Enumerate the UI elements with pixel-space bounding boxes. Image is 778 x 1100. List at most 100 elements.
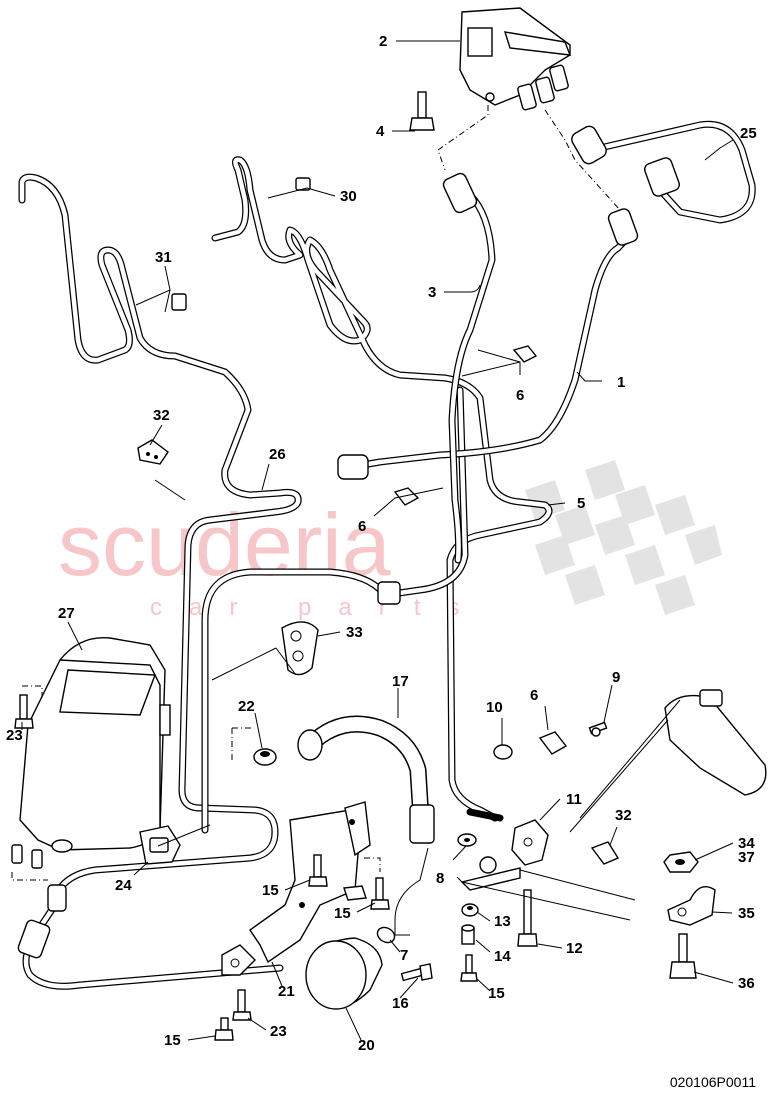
callout-label: 32 bbox=[615, 807, 632, 824]
callout-label: 23 bbox=[6, 727, 23, 744]
callout-label: 25 bbox=[740, 125, 757, 142]
clip-30 bbox=[295, 177, 311, 191]
connector bbox=[571, 125, 607, 165]
callout-label: 15 bbox=[262, 882, 279, 899]
washer-8 bbox=[457, 833, 477, 847]
bracket-line bbox=[231, 727, 252, 760]
fuel-line-3 bbox=[442, 172, 496, 564]
valve-24 bbox=[139, 825, 181, 865]
bolt-12 bbox=[517, 889, 538, 947]
callout-label: 14 bbox=[494, 948, 511, 965]
spacer-14 bbox=[461, 924, 475, 945]
bolt-15-b bbox=[370, 877, 390, 910]
watermark: scuderia car parts bbox=[58, 460, 722, 621]
callout-label: 2 bbox=[379, 33, 387, 50]
connector bbox=[644, 157, 680, 197]
strap bbox=[460, 856, 521, 891]
bolt-15-bottom bbox=[214, 1017, 234, 1041]
callout-labels: 1 2 3 4 5 6 6 6 7 8 9 10 11 12 13 14 15 … bbox=[6, 33, 757, 1054]
canister-line bbox=[17, 884, 284, 990]
callout-label: 20 bbox=[358, 1037, 375, 1054]
clip-32 bbox=[137, 439, 169, 465]
callout-label: 36 bbox=[738, 975, 755, 992]
clip-32-right bbox=[590, 841, 620, 865]
fuel-filter-20 bbox=[305, 926, 396, 1010]
fuel-line-1 bbox=[337, 208, 639, 480]
connector bbox=[442, 172, 478, 214]
callout-label: 33 bbox=[346, 624, 363, 641]
fuel-hose-17 bbox=[297, 715, 435, 844]
bolt-36 bbox=[669, 933, 697, 979]
bolt-15-a bbox=[308, 854, 328, 887]
diagram-part-number: 020106P0011 bbox=[669, 1074, 756, 1090]
checkered-flag-icon bbox=[525, 460, 722, 615]
label-plate bbox=[467, 27, 493, 57]
callout-label: 16 bbox=[392, 995, 409, 1012]
bolt-4 bbox=[409, 91, 435, 131]
clip-31 bbox=[171, 293, 187, 311]
callout-label: 15 bbox=[164, 1032, 181, 1049]
callout-label: 8 bbox=[436, 870, 444, 887]
bracket-line bbox=[364, 857, 381, 872]
callout-label: 6 bbox=[530, 687, 538, 704]
watermark-sub: car parts bbox=[150, 594, 486, 621]
grommet-33 bbox=[281, 621, 319, 676]
nut-13 bbox=[461, 903, 479, 917]
fuel-line-26b bbox=[211, 156, 553, 822]
fuel-line-26 bbox=[18, 173, 302, 909]
connector bbox=[337, 454, 369, 480]
callout-label: 5 bbox=[577, 495, 585, 512]
callout-label: 9 bbox=[612, 669, 620, 686]
hose-clamp bbox=[297, 729, 323, 761]
connector-37 bbox=[664, 689, 767, 796]
grommet-10 bbox=[493, 744, 513, 760]
bracket-21 bbox=[221, 801, 371, 976]
callout-label: 12 bbox=[566, 940, 583, 957]
clip-6-top bbox=[512, 345, 538, 363]
callout-label: 1 bbox=[617, 374, 625, 391]
assembly-lines bbox=[437, 105, 621, 211]
carbon-canister-27 bbox=[11, 636, 171, 869]
connector bbox=[17, 919, 51, 959]
bolt-23-left bbox=[14, 694, 34, 729]
leader-lines bbox=[21, 40, 734, 1041]
callout-label: 23 bbox=[270, 1023, 287, 1040]
clip-6-right bbox=[538, 731, 568, 755]
callout-label: 22 bbox=[238, 698, 255, 715]
screw-9 bbox=[588, 721, 608, 737]
callout-label: 17 bbox=[392, 673, 409, 690]
valve-module-2 bbox=[459, 7, 572, 111]
bolt-23-bottom bbox=[232, 989, 252, 1021]
callout-label: 31 bbox=[155, 249, 172, 266]
callout-label: 35 bbox=[738, 905, 755, 922]
callout-label: 7 bbox=[400, 947, 408, 964]
callout-label: 6 bbox=[358, 518, 366, 535]
right-tube bbox=[466, 808, 504, 822]
callout-label: 34 bbox=[738, 835, 755, 852]
callout-label: 30 bbox=[340, 188, 357, 205]
callout-label: 6 bbox=[516, 387, 524, 404]
callout-label: 10 bbox=[486, 699, 503, 716]
clamp-7 bbox=[376, 926, 396, 944]
fuel-line-5 bbox=[201, 386, 469, 834]
callout-label: 13 bbox=[494, 913, 511, 930]
callout-label: 15 bbox=[488, 985, 505, 1002]
callout-label: 11 bbox=[566, 791, 582, 808]
callout-label: 32 bbox=[153, 407, 170, 424]
nut-34 bbox=[663, 851, 699, 873]
bolt-15-right bbox=[460, 954, 478, 982]
connector bbox=[607, 208, 639, 246]
callout-label: 37 bbox=[738, 849, 755, 866]
connector bbox=[47, 884, 67, 912]
clamp-35 bbox=[667, 886, 716, 926]
grommet bbox=[377, 581, 401, 605]
callout-label: 15 bbox=[334, 905, 351, 922]
bracket-line bbox=[22, 685, 43, 698]
hose-25 bbox=[571, 120, 756, 224]
nut-15-c bbox=[343, 885, 367, 901]
callout-label: 24 bbox=[115, 877, 132, 894]
callout-label: 4 bbox=[376, 123, 385, 140]
bracket-11 bbox=[511, 819, 549, 866]
hose-end-fitting bbox=[409, 804, 435, 844]
